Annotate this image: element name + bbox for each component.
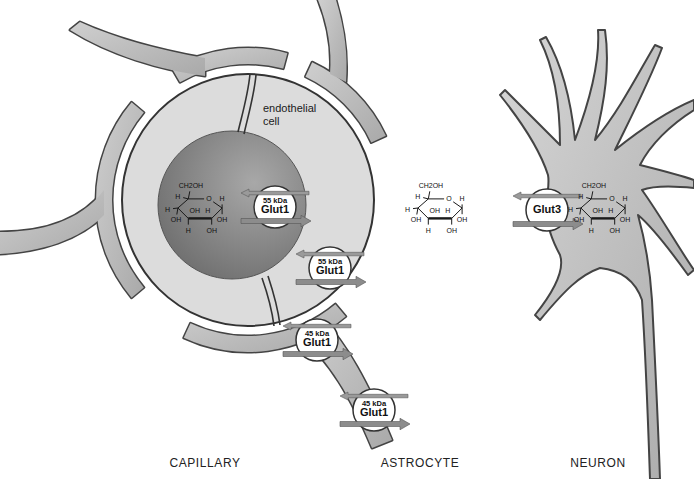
atom-label: CH2OH [582, 182, 607, 189]
atom-label: H [623, 195, 628, 202]
neuron [500, 30, 694, 479]
atom-label: H [568, 206, 573, 213]
atom-label: H [608, 207, 613, 214]
atom-label: H [186, 227, 191, 234]
bond [188, 218, 189, 224]
bond [591, 218, 592, 224]
molecular-weight: 45 kDa [305, 330, 329, 338]
region-label: CAPILLARY [169, 457, 240, 469]
atom-label: OH [411, 216, 422, 223]
molecular-weight: 55 kDa [263, 197, 287, 205]
bond [173, 208, 178, 210]
atom-label: OH [190, 207, 201, 214]
molecular-weight: 55 kDa [318, 258, 342, 266]
transporter-name: Glut1 [261, 204, 289, 215]
bond [183, 198, 188, 199]
ring-front-edge [428, 217, 451, 219]
influx-arrow [241, 215, 311, 227]
atom-label: H [445, 207, 450, 214]
atom-label: OH [593, 207, 604, 214]
atom-label: OH [574, 216, 585, 223]
atom-label: OH [171, 216, 182, 223]
atom-label: H [578, 193, 583, 200]
bond [428, 218, 429, 224]
transporter-name: Glut1 [316, 265, 344, 276]
atom-label: H [165, 206, 170, 213]
bond [222, 204, 223, 208]
bond [417, 208, 418, 215]
molecular-weight: 45 kDa [362, 400, 386, 408]
bond [451, 218, 452, 224]
atom-label: OH [430, 207, 441, 214]
atom-label: H [205, 207, 210, 214]
atom-label: OH [609, 227, 620, 234]
bond [222, 208, 223, 214]
bond [625, 208, 626, 214]
capillary [122, 74, 374, 326]
bond [614, 218, 615, 224]
atom-label: H [415, 193, 420, 200]
atom-label: H [589, 227, 594, 234]
glucose-ring [178, 199, 222, 219]
astrocyte-endfeet [0, 0, 392, 448]
glucose-transporter: 55 kDaGlut1 [308, 246, 352, 290]
atom-label: H [426, 227, 431, 234]
nucleus [158, 131, 306, 279]
efflux-arrow [513, 192, 581, 200]
bond [576, 208, 581, 210]
atom-label: OH [206, 227, 217, 234]
bond [462, 204, 463, 208]
influx-arrow [340, 418, 410, 430]
region-label: NEURON [570, 457, 626, 469]
transporter-name: Glut3 [533, 204, 561, 215]
atom-label: CH2OH [179, 182, 204, 189]
ring-front-edge [591, 217, 614, 219]
atom-label: O [446, 195, 451, 202]
transporter-name: Glut1 [360, 407, 388, 418]
atom-label: OH [620, 216, 631, 223]
bond [591, 191, 593, 199]
glucose-transporter: 55 kDaGlut1 [253, 185, 297, 229]
atom-label: H [405, 206, 410, 213]
bond [625, 204, 626, 208]
bond [586, 198, 591, 199]
glucose-transporter: 45 kDaGlut1 [295, 318, 339, 362]
atom-label: H [175, 193, 180, 200]
glucose-ring [418, 199, 462, 219]
glucose-transporter: 45 kDaGlut1 [352, 388, 396, 432]
transporter-name: Glut1 [303, 337, 331, 348]
atom-label: OH [446, 227, 457, 234]
astrocyte-outline [0, 0, 392, 448]
influx-arrow [283, 348, 353, 360]
atom-label: O [206, 195, 211, 202]
bond [188, 191, 190, 199]
atom-label: OH [457, 216, 468, 223]
bond [428, 191, 430, 199]
ring-front-edge [188, 217, 211, 219]
atom-label: O [609, 195, 614, 202]
bond [211, 218, 212, 224]
bond [177, 208, 178, 215]
influx-arrow [296, 276, 366, 288]
atom-label: OH [217, 216, 228, 223]
bond [413, 208, 418, 210]
cell-name: endothelial cell [263, 102, 325, 127]
influx-arrow [513, 218, 583, 230]
glucose-ring [581, 199, 625, 219]
bond [580, 208, 581, 215]
atom-label: CH2OH [419, 182, 444, 189]
glucose-transporter: Glut3 [525, 188, 569, 232]
cell-label: endothelial cell [263, 102, 325, 127]
region-label: ASTROCYTE [381, 457, 460, 469]
atom-label: H [220, 195, 225, 202]
bond [423, 198, 428, 199]
atom-label: H [460, 195, 465, 202]
bond [462, 208, 463, 214]
